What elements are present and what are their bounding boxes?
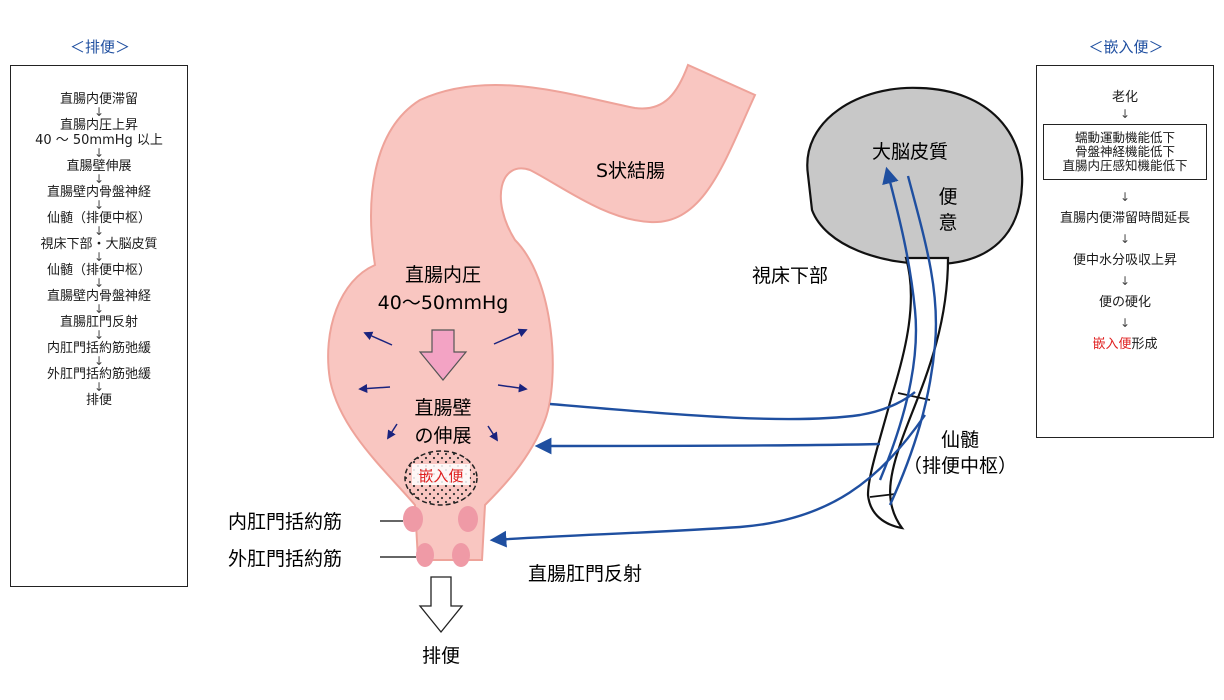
flow-step: 仙髄（排便中枢）: [46, 211, 151, 226]
flow-step: 便の硬化: [1098, 295, 1151, 310]
pressure-arrow-icon: [418, 329, 468, 381]
flow-step: 老化: [1111, 90, 1138, 105]
right-flow-box: 老化 ↓ 蠕動運動機能低下 骨盤神経機能低下 直腸内圧感知機能低下 ↓ 直腸内便…: [1036, 65, 1214, 438]
pressure-label: 直腸内圧: [405, 264, 481, 286]
afferent-nerve-line: [549, 391, 916, 421]
urge-label-2: 意: [938, 212, 957, 234]
flow-step: 直腸内便滞留時間延長: [1059, 211, 1190, 226]
defecation-label: 排便: [422, 645, 460, 667]
flow-step-final: 嵌入便形成: [1037, 337, 1213, 352]
impacted-stool-label: 嵌入便: [418, 467, 463, 485]
internal-sphincter-label: 内肛門括約筋: [228, 511, 342, 533]
down-arrow-icon: ↓: [93, 146, 105, 160]
nerve-pathways: [489, 166, 938, 548]
down-arrow-icon: ↓: [93, 105, 105, 119]
wall-stretch-label-2: の伸展: [414, 425, 471, 447]
right-panel-title: ＜嵌入便＞: [1088, 38, 1164, 56]
down-arrow-icon: ↓: [93, 250, 105, 264]
flow-step: 直腸内圧上昇 40 ～ 50mmHg 以上: [35, 118, 163, 148]
flow-step: 直腸肛門反射: [59, 315, 138, 330]
defecation-arrow-icon: [418, 576, 464, 634]
spinal-segment-line: [869, 493, 896, 498]
flow-step: 直腸壁内骨盤神経: [46, 185, 151, 200]
down-arrow-icon: ↓: [93, 172, 105, 186]
stretch-arrow-icon: [493, 328, 528, 345]
effect-item: 直腸内圧感知機能低下: [1062, 158, 1188, 173]
down-arrow-icon: ↓: [93, 198, 105, 212]
external-sphincter-label: 外肛門括約筋: [228, 548, 342, 570]
wall-stretch-arrows: [358, 328, 528, 442]
stretch-arrow-icon: [487, 425, 498, 442]
urge-label-1: 便: [938, 186, 957, 208]
hypothalamus-label: 視床下部: [752, 265, 828, 287]
stretch-arrow-icon: [363, 331, 393, 346]
spinal-segment-line: [897, 392, 931, 401]
flow-step: 排便: [85, 393, 112, 408]
down-arrow-icon: ↓: [1119, 190, 1131, 204]
rectum-sigmoid-colon: [327, 63, 757, 561]
flow-step: 仙髄（排便中枢）: [46, 263, 151, 278]
impacted-stool-label-bg: [412, 464, 470, 485]
reflex-nerve-line: [489, 414, 926, 548]
internal-sphincter-right: [458, 506, 478, 532]
wall-stretch-label: 直腸壁: [414, 397, 471, 419]
impacted-stool-highlight: 嵌入便: [1092, 337, 1132, 352]
external-sphincter-left: [416, 543, 434, 567]
down-arrow-icon: ↓: [1119, 274, 1131, 288]
down-arrow-icon: ↓: [93, 276, 105, 290]
down-arrow-icon: ↓: [93, 354, 105, 368]
flow-step: 便中水分吸収上昇: [1072, 253, 1177, 268]
down-arrow-icon: ↓: [93, 302, 105, 316]
formation-text: 形成: [1131, 337, 1158, 352]
cortex-descending-line: [888, 175, 938, 506]
effect-item: 蠕動運動機能低下: [1074, 130, 1175, 145]
stretch-arrow-icon: [358, 384, 391, 394]
down-arrow-icon: ↓: [1119, 232, 1131, 246]
flow-step: 視床下部・大脳皮質: [40, 237, 158, 252]
down-arrow-icon: ↓: [1119, 316, 1131, 330]
sacral-cord-label: 仙髄: [941, 429, 979, 451]
efferent-nerve-line: [534, 437, 881, 455]
down-arrow-icon: ↓: [1119, 107, 1131, 121]
down-arrow-icon: ↓: [93, 328, 105, 342]
brain-cerebral-cortex: [806, 86, 1024, 266]
down-arrow-icon: ↓: [93, 224, 105, 238]
cerebral-cortex-label: 大脳皮質: [872, 141, 948, 163]
external-sphincter-right: [452, 543, 470, 567]
reflex-label: 直腸肛門反射: [528, 563, 642, 585]
sacral-center-label: （排便中枢）: [903, 455, 1017, 477]
flow-step: 直腸壁内骨盤神経: [46, 289, 151, 304]
stretch-arrow-icon: [387, 423, 398, 440]
aging-effects-box: 蠕動運動機能低下 骨盤神経機能低下 直腸内圧感知機能低下: [1043, 124, 1207, 180]
flow-step: 直腸壁伸展: [66, 159, 132, 174]
stretch-arrow-icon: [497, 383, 528, 393]
left-flow-list: 直腸内便滞留 ↓ 直腸内圧上昇 40 ～ 50mmHg 以上 ↓ 直腸壁伸展 ↓…: [11, 92, 187, 408]
ascending-nerve-line: [878, 166, 918, 481]
flow-step: 外肛門括約筋弛緩: [46, 367, 151, 382]
right-flow-list: 老化 ↓ 蠕動運動機能低下 骨盤神経機能低下 直腸内圧感知機能低下 ↓ 直腸内便…: [1037, 90, 1213, 352]
left-flow-box: 直腸内便滞留 ↓ 直腸内圧上昇 40 ～ 50mmHg 以上 ↓ 直腸壁伸展 ↓…: [10, 65, 188, 587]
flow-step: 直腸内便滞留: [59, 92, 138, 107]
left-panel-title: ＜排便＞: [69, 38, 130, 56]
pressure-value-label: 40～50mmHg: [378, 292, 509, 314]
internal-sphincter-left: [403, 506, 423, 532]
flow-step: 内肛門括約筋弛緩: [46, 341, 151, 356]
effect-item: 骨盤神経機能低下: [1074, 144, 1175, 159]
sigmoid-colon-label: S状結腸: [596, 160, 665, 182]
down-arrow-icon: ↓: [93, 380, 105, 394]
